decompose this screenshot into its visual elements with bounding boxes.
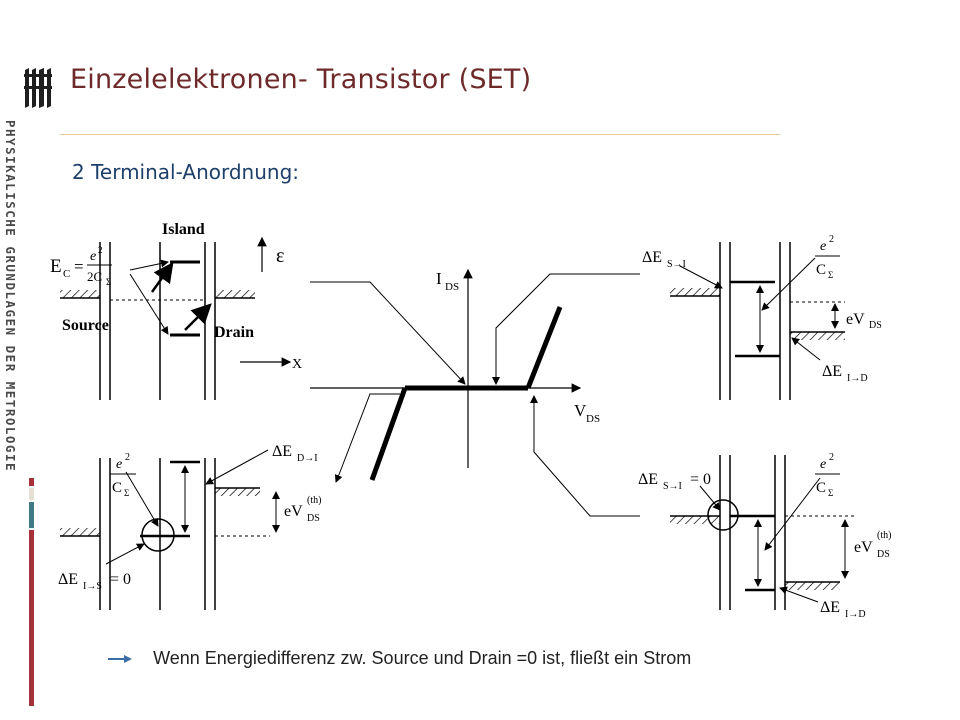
slide-title: Einzelelektronen- Transistor (SET) [70,64,532,95]
label-ids: I [436,269,442,288]
panel-top-left: Island E C = e 2 2C Σ Source Drain ε X [50,221,302,400]
label-bl-frac-num: e [116,457,122,472]
label-tr-frac-num-sup: 2 [829,234,834,245]
label-drain: Drain [214,324,254,341]
label-tr-frac-num: e [820,239,826,254]
caption-text: Wenn Energiedifferenz zw. Source und Dra… [153,648,692,668]
label-ec: E [50,256,62,277]
label-ec-eq: = [74,257,84,276]
label-tr-evds-sub: DS [869,320,882,331]
slide-logo-icon [24,68,52,108]
label-bl-delta-is: ΔE [58,571,78,588]
label-source: Source [62,317,109,334]
label-bl-evds: eV [284,503,303,520]
label-ec-sub: C [63,268,70,280]
label-ids-sub: DS [445,281,459,293]
label-bl-frac-den: C [112,480,122,496]
panel-bottom-left: e 2 C Σ ΔE D→I eV DS (th) ΔE I→S = 0 [58,443,321,610]
label-frac-den-sub: Σ [106,277,111,287]
label-bl-evds-sub: DS [307,513,320,524]
label-br-delta-si: ΔE [638,471,658,488]
label-br-evds: eV [854,539,873,556]
label-bl-delta-di-sub: D→I [297,453,318,464]
label-br-evds-sub: DS [877,549,890,560]
label-br-delta-si-sub: S→I [663,481,682,492]
slide-subtitle: 2 Terminal-Anordnung: [72,160,300,184]
label-island: Island [162,221,205,238]
label-vds-sub: DS [586,413,600,425]
label-bl-frac-den-sub: Σ [124,488,129,498]
panel-center-iv: I DS V DS [310,268,640,517]
label-br-frac-den-sub: Σ [828,488,833,498]
set-diagram: Island E C = e 2 2C Σ Source Drain ε X [50,221,891,620]
label-bl-frac-num-sup: 2 [125,452,130,463]
panel-top-right: ΔE S→I e 2 C Σ eV DS ΔE I→D [642,234,882,400]
label-br-delta-si-eq: = 0 [690,471,711,488]
side-bar-teal [29,502,34,528]
label-bl-delta-is-eq: = 0 [110,571,131,588]
label-bl-evds-sup: (th) [307,495,321,506]
side-bar-red [29,530,34,706]
label-tr-delta-si: ΔE [642,249,662,266]
label-tr-evds: eV [846,311,865,328]
title-divider [60,134,780,135]
label-tr-delta-id-sub: I→D [847,373,868,384]
side-label-text: PHYSIKALISCHE GRUNDLAGEN DER METROLOGIE [3,120,18,472]
label-br-delta-id-sub: I→D [845,609,866,620]
label-tr-delta-id: ΔE [822,363,842,380]
label-br-evds-sup: (th) [877,530,891,541]
label-br-delta-id: ΔE [820,599,840,616]
label-x: X [292,357,302,372]
side-bar-beige [29,488,34,500]
label-bl-delta-is-sub: I→S [83,581,102,592]
label-tr-frac-den-sub: Σ [828,270,833,280]
label-epsilon: ε [276,245,284,267]
side-bar-red-top [29,478,34,486]
arrow-right-icon [108,654,132,663]
caption: Wenn Energiedifferenz zw. Source und Dra… [108,648,691,669]
label-tr-delta-si-sub: S→I [667,259,686,270]
label-br-frac-den: C [816,480,826,496]
panel-bottom-right: ΔE S→I = 0 e 2 C Σ eV DS (th) ΔE I→D [638,452,891,620]
label-br-frac-num: e [820,457,826,472]
label-bl-delta-di: ΔE [272,443,292,460]
label-tr-frac-den: C [816,262,826,278]
label-frac-num: e [90,249,96,264]
label-br-frac-num-sup: 2 [829,452,834,463]
label-vds: V [574,401,587,420]
label-frac-num-sup: 2 [98,245,103,255]
label-frac-den: 2C [87,269,102,284]
side-label: PHYSIKALISCHE GRUNDLAGEN DER METROLOGIE [0,120,22,590]
